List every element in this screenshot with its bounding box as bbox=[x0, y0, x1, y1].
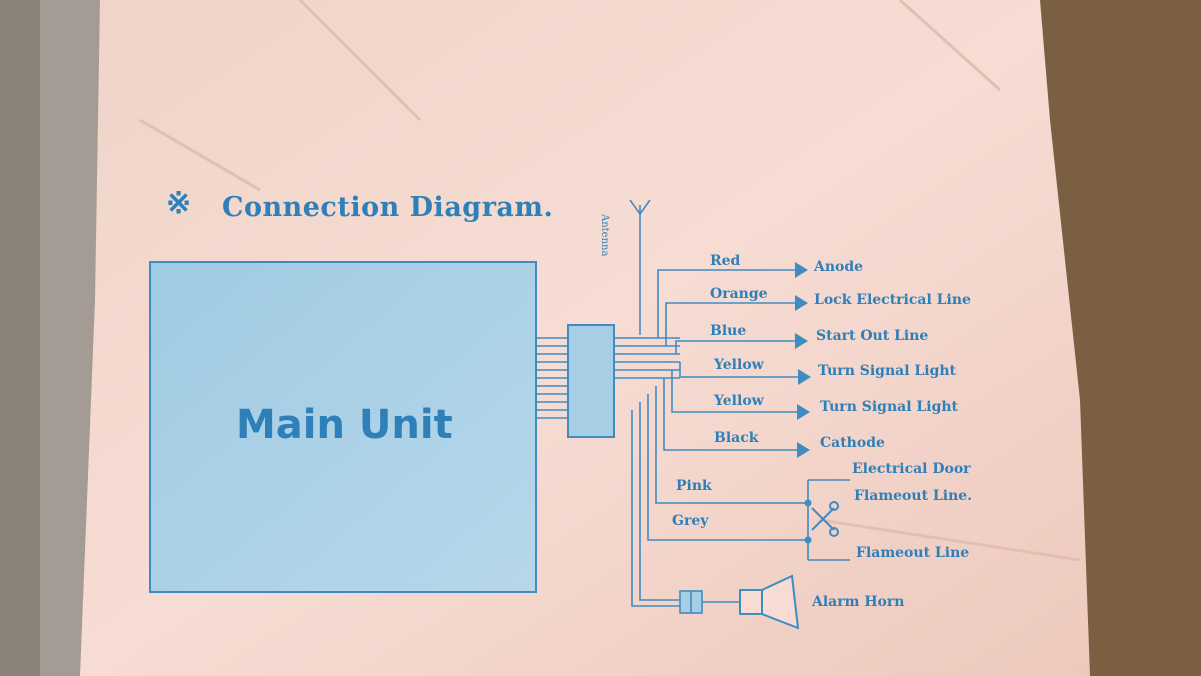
arrowheads bbox=[795, 262, 811, 458]
wire-label: Yellow bbox=[714, 357, 764, 373]
junction-dot bbox=[804, 499, 812, 507]
wire-label: Red bbox=[710, 253, 741, 269]
title-icon: ※ bbox=[166, 186, 192, 221]
connector-block bbox=[567, 324, 615, 438]
wire-label: Pink bbox=[676, 478, 712, 494]
alarm-horn-label: Alarm Horn bbox=[812, 594, 905, 610]
destination-label: Cathode bbox=[820, 435, 885, 451]
main-unit-box bbox=[149, 261, 537, 593]
destination-label: Turn Signal Light bbox=[818, 363, 956, 379]
wire-label: Yellow bbox=[714, 393, 764, 409]
destination-label: Turn Signal Light bbox=[820, 399, 958, 415]
cut-label-flameout-lower: Flameout Line bbox=[856, 545, 970, 561]
fuse-icon bbox=[679, 590, 740, 614]
cut-label-flameout-upper: Flameout Line. bbox=[854, 488, 973, 504]
diagram-title: Connection Diagram. bbox=[222, 192, 554, 223]
destination-label: Anode bbox=[814, 259, 864, 275]
wire-label: Blue bbox=[710, 323, 747, 339]
wire-label: Orange bbox=[710, 286, 768, 302]
wire-label: Grey bbox=[672, 513, 709, 529]
wire-label: Black bbox=[714, 430, 759, 446]
wire-routes bbox=[614, 269, 850, 607]
harness-bundle bbox=[536, 337, 568, 419]
destination-label: Start Out Line bbox=[816, 328, 929, 344]
junction-dot bbox=[804, 536, 812, 544]
antenna-icon bbox=[629, 199, 651, 335]
scissors-icon bbox=[811, 501, 839, 537]
horn-icon bbox=[739, 574, 800, 630]
paper-crease bbox=[139, 0, 1081, 562]
cut-label-door: Electrical Door bbox=[852, 461, 971, 477]
destination-label: Lock Electrical Line bbox=[814, 292, 971, 308]
main-unit-label: Main Unit bbox=[236, 402, 453, 448]
antenna-label: Antenna bbox=[599, 214, 610, 257]
